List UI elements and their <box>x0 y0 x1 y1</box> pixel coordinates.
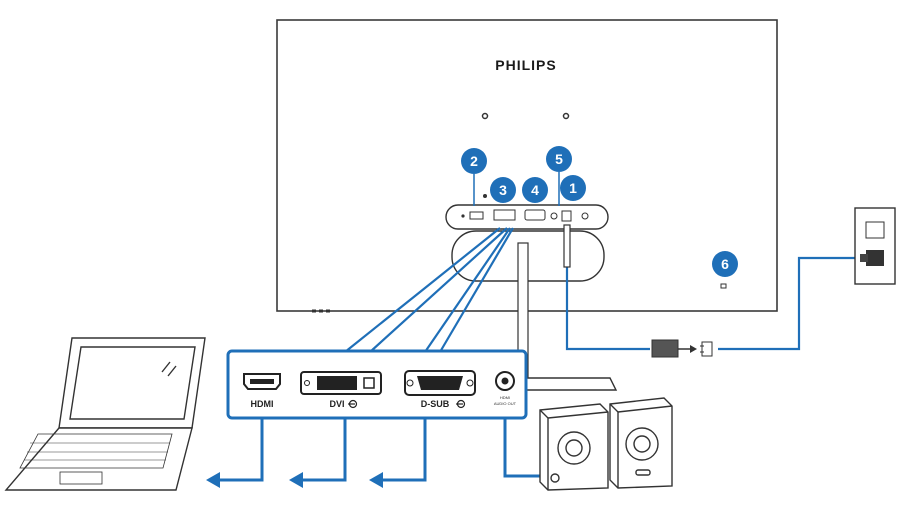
dvi-port: DVI <box>300 371 382 409</box>
arrow-heads <box>206 472 383 488</box>
svg-text:4: 4 <box>531 182 539 198</box>
speakers-icon <box>539 397 673 491</box>
hdmi-port: HDMI <box>243 373 281 409</box>
callout-2: 2 <box>461 148 487 206</box>
callout-6: 6 <box>712 251 738 277</box>
callout-badges: 2 3 4 5 1 6 <box>461 146 738 277</box>
hdmi-label: HDMI <box>251 399 274 409</box>
audio-label-line1: HDMI <box>500 395 510 400</box>
brand-logo: PHILIPS <box>495 57 556 73</box>
monitor-back: PHILIPS <box>276 19 778 382</box>
power-adapter-icon <box>651 339 713 358</box>
laptop-icon <box>4 337 206 491</box>
dsub-port: D-SUB <box>404 370 476 409</box>
dvi-label: DVI <box>329 399 344 409</box>
audio-label-line2: AUDIO OUT <box>494 401 517 406</box>
svg-text:1: 1 <box>569 180 577 196</box>
callout-3: 3 <box>490 177 516 203</box>
dsub-label: D-SUB <box>421 399 450 409</box>
input-arrow-icon <box>456 399 466 409</box>
wall-outlet-icon <box>854 207 896 285</box>
kensington-lock-icon <box>720 283 727 289</box>
svg-text:5: 5 <box>555 151 563 167</box>
callout-5: 5 <box>546 146 572 206</box>
svg-text:6: 6 <box>721 256 729 272</box>
svg-text:2: 2 <box>470 153 478 169</box>
callout-1: 1 <box>560 175 586 201</box>
callout-4: 4 <box>522 177 548 203</box>
output-arrows <box>218 418 540 482</box>
port-panel: HDMI DVI D-SUB <box>226 349 528 420</box>
svg-text:3: 3 <box>499 182 507 198</box>
zoom-lines <box>344 227 514 353</box>
input-arrow-icon <box>348 399 358 409</box>
power-cable <box>565 256 862 351</box>
audio-out-port: HDMI AUDIO OUT <box>494 371 517 406</box>
